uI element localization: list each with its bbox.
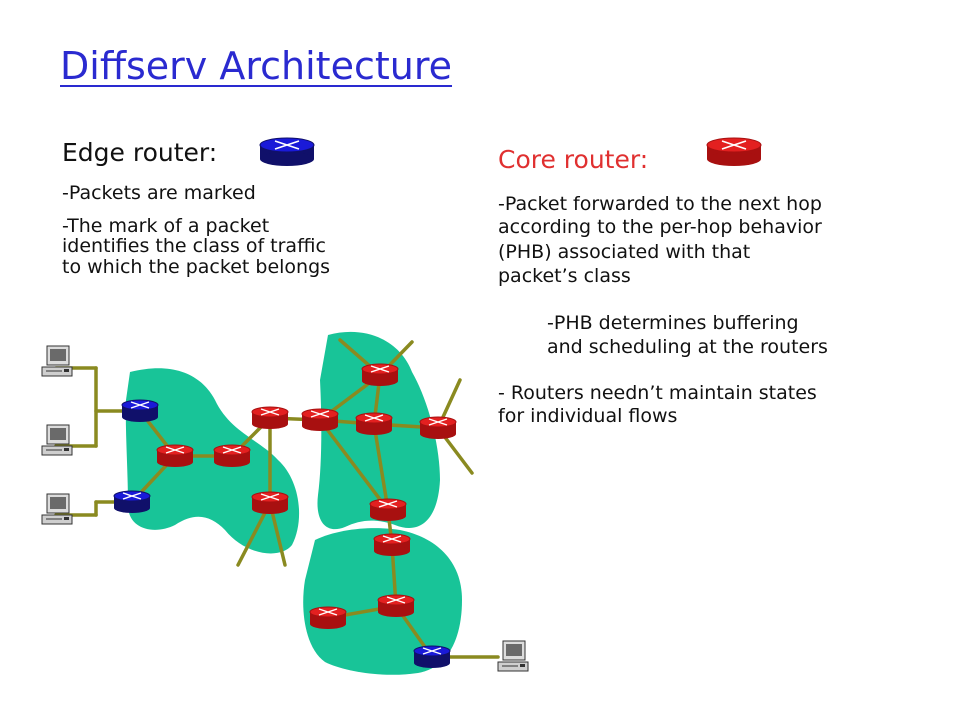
edge-router-legend-icon xyxy=(259,137,315,167)
core-router xyxy=(301,408,339,432)
edge-point-2-line-3: to which the packet belongs xyxy=(62,256,331,278)
host-computer-icon xyxy=(41,493,73,525)
host-computer-icon xyxy=(41,424,73,456)
core-point-2-line-2: for individual flows xyxy=(498,405,678,427)
core-sub-point-line-2: and scheduling at the routers xyxy=(547,336,828,358)
edge-router-heading: Edge router: xyxy=(62,138,218,167)
host-computer-icon xyxy=(497,640,529,672)
core-sub-point-line-1: -PHB determines buffering xyxy=(547,312,799,334)
core-router xyxy=(373,533,411,557)
edge-point-1: -Packets are marked xyxy=(62,182,256,204)
network-domain-left xyxy=(125,368,300,554)
edge-point-2-line-1: -The mark of a packet xyxy=(62,215,270,237)
edge-point-2-line-2: identifies the class of traffic xyxy=(62,235,326,257)
edge-router xyxy=(413,645,451,669)
core-router xyxy=(156,444,194,468)
edge-router xyxy=(121,399,159,423)
edge-router xyxy=(113,490,151,514)
core-point-2-line-1: - Routers needn’t maintain states xyxy=(498,382,817,404)
core-router xyxy=(369,498,407,522)
core-router-heading: Core router: xyxy=(498,145,649,174)
core-point-1-line-1: -Packet forwarded to the next hop xyxy=(498,193,822,215)
core-router-legend-icon xyxy=(706,137,762,167)
core-point-1-line-3: (PHB) associated with that xyxy=(498,241,751,263)
host-computer-icon xyxy=(41,345,73,377)
page-title: Diffserv Architecture xyxy=(60,44,453,88)
core-router xyxy=(355,412,393,436)
core-router xyxy=(419,416,457,440)
core-router xyxy=(361,363,399,387)
core-router xyxy=(213,444,251,468)
core-router xyxy=(377,594,415,618)
core-router xyxy=(251,406,289,430)
core-point-1-line-2: according to the per-hop behavior xyxy=(498,216,822,238)
core-router xyxy=(309,606,347,630)
core-point-1-line-4: packet’s class xyxy=(498,265,631,287)
core-router xyxy=(251,491,289,515)
